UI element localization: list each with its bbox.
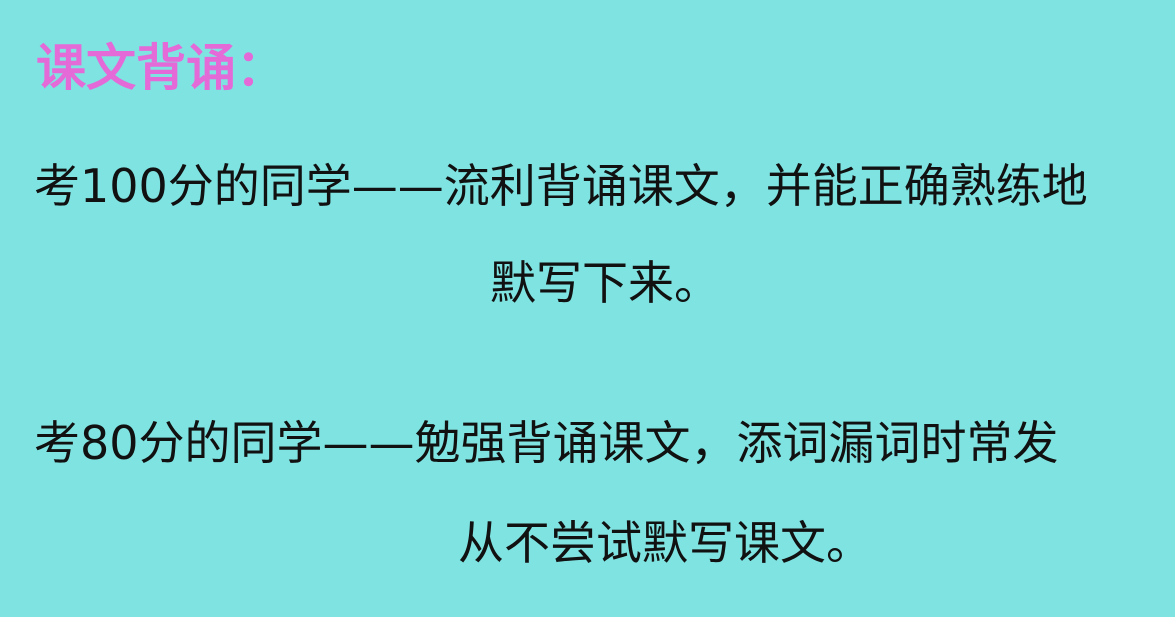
paragraph-100-line-2: 默写下来。	[490, 256, 720, 310]
paragraph-80-line-1: 考80分的同学——勉强背诵课文，添词漏词时常发	[34, 416, 1059, 470]
paragraph-100-line-1: 考100分的同学——流利背诵课文，并能正确熟练地	[34, 159, 1088, 213]
section-heading: 课文背诵：	[36, 39, 286, 97]
paragraph-80-line-2: 从不尝试默写课文。	[458, 516, 872, 570]
